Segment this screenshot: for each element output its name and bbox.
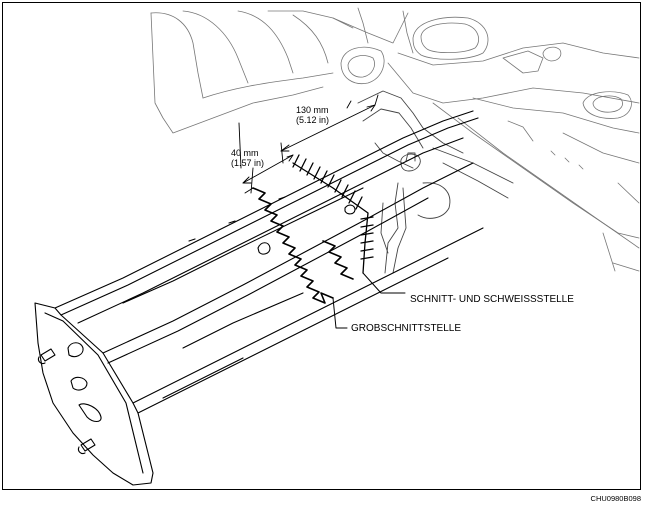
dim-40-mm: 40 mm: [231, 148, 259, 158]
rough-cut-line-lower: [322, 240, 354, 280]
body-structure: [150, 7, 640, 272]
dim-40-label: 40 mm (1.57 in): [231, 148, 264, 168]
dim-130-in: (5.12 in): [296, 115, 330, 125]
dim-130-label: 130 mm (5.12 in): [296, 105, 329, 125]
cut-weld-callout: SCHNITT- UND SCHWEISSSTELLE: [410, 294, 574, 305]
dim-40-in: (1.57 in): [231, 158, 265, 168]
illustration-frame: 130 mm (5.12 in) 40 mm (1.57 in) SCHNITT…: [2, 2, 641, 490]
frame-rail-drawing: [34, 7, 640, 486]
dimension-lines: [238, 94, 379, 194]
cut-weld-leader: [362, 272, 406, 294]
upper-bracket: [357, 90, 514, 274]
dim-130-mm: 130 mm: [296, 105, 329, 115]
rough-cut-leader: [332, 297, 348, 329]
cut-weld-line: [292, 154, 374, 274]
figure-code: CHU0980B098: [590, 494, 641, 503]
rough-cut-callout: GROBSCHNITTSTELLE: [351, 323, 462, 334]
rough-cut-line: [252, 187, 334, 304]
